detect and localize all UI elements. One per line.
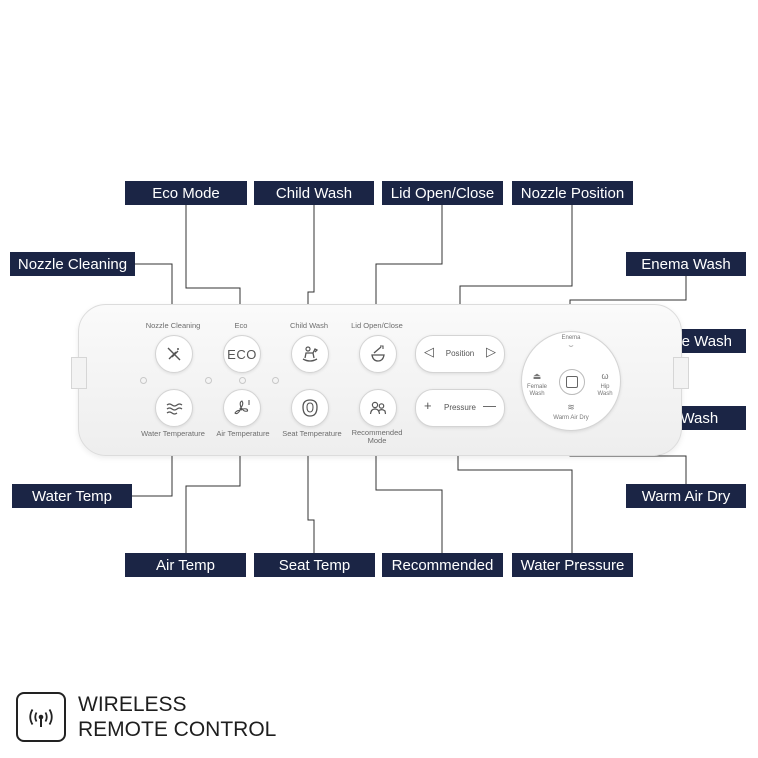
air-temperature-button[interactable] bbox=[223, 389, 261, 427]
wireless-signal-icon bbox=[16, 692, 66, 742]
wash-mode-dial[interactable]: Enema ⌣ ⏏ Female Wash ω Hip Wash ≋ Warm … bbox=[521, 331, 621, 431]
label-seat-temperature: Seat Temperature bbox=[282, 429, 342, 438]
right-clip bbox=[673, 357, 689, 389]
callout-child-wash: Child Wash bbox=[254, 181, 374, 205]
hip-wash-line1: Hip bbox=[600, 384, 610, 390]
toilet-lid-icon bbox=[371, 345, 385, 362]
pressure-control[interactable]: + Pressure — bbox=[415, 389, 505, 427]
label-nozzle-cleaning: Nozzle Cleaning bbox=[145, 321, 201, 330]
callout-recommended: Recommended bbox=[382, 553, 503, 577]
leader-lid bbox=[375, 205, 443, 318]
leader-seat-temp bbox=[307, 436, 315, 553]
rocking-horse-icon bbox=[302, 346, 319, 362]
callout-nozzle-cleaning: Nozzle Cleaning bbox=[10, 252, 135, 276]
hip-wash-icon: ω bbox=[601, 371, 609, 381]
callout-nozzle-position: Nozzle Position bbox=[512, 181, 633, 205]
position-control[interactable]: ◁ Position ▷ bbox=[415, 335, 505, 373]
female-wash-line1: Female bbox=[526, 384, 547, 390]
callout-enema-wash: Enema Wash bbox=[626, 252, 746, 276]
label-recommended-line1: Recommended bbox=[351, 428, 403, 437]
hip-wash-line2: Wash bbox=[597, 391, 613, 397]
water-temperature-button[interactable] bbox=[155, 389, 193, 427]
label-recommended-mode: Recommended Mode bbox=[345, 429, 409, 445]
indicator-dot bbox=[239, 377, 246, 384]
leader-air-temp bbox=[185, 436, 241, 553]
hip-wash-label[interactable]: Hip Wash bbox=[590, 384, 620, 398]
enema-icon: ⌣ bbox=[568, 341, 574, 350]
callout-lid-open-close: Lid Open/Close bbox=[382, 181, 503, 205]
seat-icon bbox=[302, 399, 318, 417]
recommended-mode-button[interactable] bbox=[359, 389, 397, 427]
fan-icon bbox=[234, 400, 250, 415]
callout-warm-air-dry: Warm Air Dry bbox=[626, 484, 746, 508]
female-wash-icon: ⏏ bbox=[532, 371, 542, 381]
stop-icon bbox=[566, 376, 578, 388]
callout-water-pressure: Water Pressure bbox=[512, 553, 633, 577]
leader-eco-mode bbox=[185, 205, 241, 318]
eco-button[interactable]: ECO bbox=[223, 335, 261, 373]
nozzle-cleaning-button[interactable] bbox=[155, 335, 193, 373]
callout-air-temp: Air Temp bbox=[125, 553, 246, 577]
pressure-label: Pressure bbox=[443, 403, 476, 412]
users-icon bbox=[369, 401, 387, 415]
indicator-dot bbox=[205, 377, 212, 384]
enema-label[interactable]: Enema bbox=[561, 335, 581, 341]
indicator-dot bbox=[140, 377, 147, 384]
pressure-plus-icon[interactable]: + bbox=[424, 398, 432, 413]
leader-recommended bbox=[375, 446, 443, 553]
remote-control-body: Nozzle Cleaning Eco Child Wash Lid Open/… bbox=[71, 304, 689, 456]
warm-air-dry-label[interactable]: Warm Air Dry bbox=[553, 415, 589, 421]
female-wash-label[interactable]: Female Wash bbox=[522, 384, 552, 398]
water-waves-icon bbox=[166, 403, 183, 415]
label-recommended-line2: Mode bbox=[367, 436, 387, 445]
indicator-dot bbox=[272, 377, 279, 384]
callout-seat-temp: Seat Temp bbox=[254, 553, 375, 577]
pressure-minus-icon[interactable]: — bbox=[483, 398, 496, 413]
leader-nozzle-cleaning bbox=[135, 263, 173, 318]
seat-temperature-button[interactable] bbox=[291, 389, 329, 427]
brand-block: WIRELESS REMOTE CONTROL bbox=[16, 692, 276, 742]
brand-title: WIRELESS REMOTE CONTROL bbox=[78, 692, 276, 742]
left-clip bbox=[71, 357, 87, 389]
label-air-temperature: Air Temperature bbox=[216, 429, 270, 438]
female-wash-line2: Wash bbox=[529, 391, 545, 397]
position-right-arrow-icon[interactable]: ▷ bbox=[486, 344, 496, 359]
callout-eco-mode: Eco Mode bbox=[125, 181, 247, 205]
label-water-temperature: Water Temperature bbox=[141, 429, 205, 438]
position-left-arrow-icon[interactable]: ◁ bbox=[424, 344, 434, 359]
label-child-wash: Child Wash bbox=[289, 321, 329, 330]
child-wash-button[interactable] bbox=[291, 335, 329, 373]
brand-line2: REMOTE CONTROL bbox=[78, 718, 277, 741]
position-label: Position bbox=[445, 349, 475, 358]
stop-button[interactable] bbox=[559, 369, 585, 395]
leader-child-wash bbox=[307, 205, 315, 318]
eco-icon: ECO bbox=[227, 346, 257, 362]
callout-water-temp: Water Temp bbox=[12, 484, 132, 508]
nozzle-cleaning-icon bbox=[167, 347, 181, 361]
label-lid-open-close: Lid Open/Close bbox=[351, 321, 403, 330]
brand-line1: WIRELESS bbox=[78, 693, 187, 716]
lid-open-close-button[interactable] bbox=[359, 335, 397, 373]
label-eco: Eco bbox=[234, 321, 248, 330]
warm-air-dry-icon: ≋ bbox=[567, 402, 575, 412]
leader-water-temp bbox=[132, 436, 173, 497]
